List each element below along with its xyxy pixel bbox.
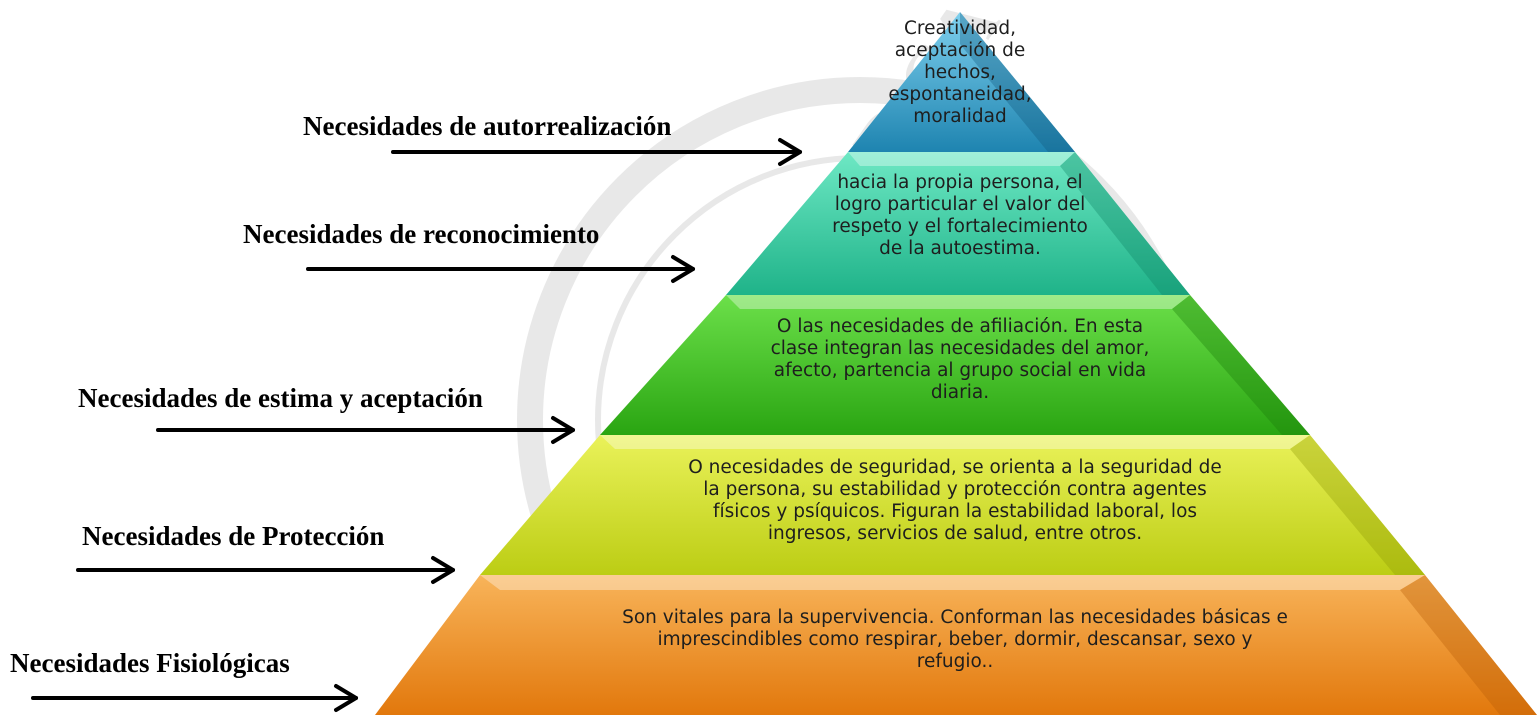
level-third (600, 295, 1310, 435)
level-third-line: diaria. (930, 382, 990, 403)
level-top-line: Creatividad, (903, 18, 1017, 39)
label-autorrealizacion: Necesidades de autorrealización (303, 111, 672, 141)
level-third-text: O las necesidades de afiliación. En esta… (700, 316, 1220, 404)
level-fourth-line: hacia la propia persona, el (837, 172, 1083, 193)
level-top-line: aceptación de (894, 40, 1026, 61)
level-base-line: imprescindibles como respirar, beber, do… (657, 629, 1253, 650)
level-third-line: afecto, partencia al grupo social en vid… (773, 360, 1147, 381)
label-fisiologicas: Necesidades Fisiológicas (10, 648, 290, 678)
arrow-fisiologicas (31, 684, 358, 712)
level-second-line: ingresos, servicios de salud, entre otro… (767, 523, 1143, 544)
level-base-line: Son vitales para la supervivencia. Confo… (622, 607, 1288, 628)
level-top (848, 12, 1075, 152)
level-base-line: refugio.. (916, 651, 994, 672)
level-third-line: O las necesidades de afiliación. En esta (776, 316, 1144, 337)
level-second-text: O necesidades de seguridad, se orienta a… (620, 457, 1290, 545)
label-proteccion: Necesidades de Protección (82, 521, 385, 551)
level-top-line: espontaneidad, (888, 84, 1032, 105)
level-top-line: moralidad (913, 106, 1007, 127)
arrow-autorrealizacion (391, 138, 802, 166)
level-fourth-text: hacia la propia persona, el logro partic… (780, 172, 1140, 260)
arrow-proteccion (76, 556, 455, 584)
level-base-text: Son vitales para la supervivencia. Confo… (530, 607, 1380, 673)
level-fourth (726, 152, 1190, 295)
level-second-line: físicos y psíquicos. Figuran la estabili… (712, 501, 1198, 522)
level-top-text: Creatividad, aceptación de hechos, espon… (860, 18, 1060, 128)
level-fourth-line: respeto y el fortalecimiento (832, 216, 1088, 237)
label-reconocimiento: Necesidades de reconocimiento (243, 219, 600, 249)
level-fourth-line: logro particular el valor del (834, 194, 1086, 215)
label-estima: Necesidades de estima y aceptación (78, 383, 483, 413)
level-top-line: hechos, (924, 62, 996, 83)
arrow-estima (156, 416, 575, 444)
level-third-line: clase integran las necesidades del amor, (770, 338, 1150, 359)
level-fourth-line: de la autoestima. (879, 238, 1041, 259)
arrow-reconocimiento (306, 255, 695, 283)
level-second-line: la persona, su estabilidad y protección … (703, 479, 1207, 500)
level-second (480, 435, 1425, 575)
level-base (375, 575, 1537, 715)
level-second-line: O necesidades de seguridad, se orienta a… (688, 457, 1222, 478)
